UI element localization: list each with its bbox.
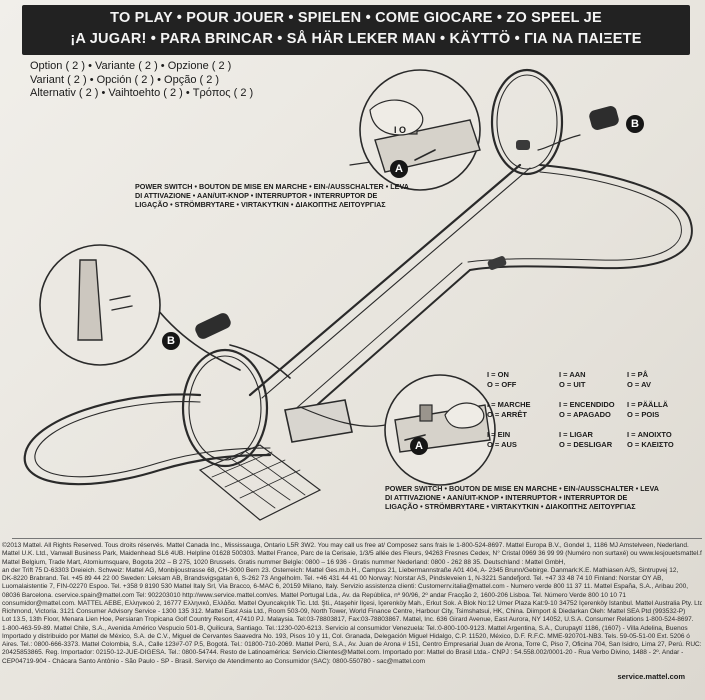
upper-loop — [490, 68, 564, 176]
options-line: Variant ( 2 ) • Opción ( 2 ) • Opção ( 2… — [30, 73, 220, 86]
options-list: Option ( 2 ) • Variante ( 2 ) • Opzione … — [30, 60, 253, 101]
header-line-2: ¡A JUGAR! • PARA BRINCAR • SÅ HÄR LEKER … — [70, 31, 642, 47]
options-line: Alternativ ( 2 ) • Vaihtoehto ( 2 ) • Τρ… — [30, 87, 254, 99]
upper-loop-inner — [496, 74, 558, 170]
header-line-1: TO PLAY • POUR JOUER • SPIELEN • COME GI… — [110, 10, 602, 26]
car-icon — [516, 140, 530, 150]
website-link[interactable]: service.mattel.com — [617, 672, 685, 681]
options-line: Option ( 2 ) • Variante ( 2 ) • Opzione … — [30, 60, 232, 72]
switch-label: I O — [394, 125, 407, 135]
header-banner: TO PLAY • POUR JOUER • SPIELEN • COME GI… — [22, 5, 690, 55]
car-icon — [487, 256, 507, 270]
callout-a-badge: A — [390, 160, 408, 178]
car-icon — [195, 313, 231, 339]
lower-loop — [181, 348, 269, 468]
power-switch-caption: POWER SWITCH • BOUTON DE MISE EN MARCHE … — [135, 182, 409, 209]
power-switch-caption: POWER SWITCH • BOUTON DE MISE EN MARCHE … — [385, 484, 659, 511]
car-icon — [589, 106, 619, 130]
legal-text: ©2013 Mattel. All Rights Reserved. Tous … — [2, 542, 702, 665]
ramp-track — [248, 163, 522, 397]
callout-b-badge: B — [626, 115, 644, 133]
divider — [12, 538, 702, 539]
track-diagram — [23, 68, 693, 521]
curve-track — [23, 393, 272, 486]
callout-b-badge: B — [162, 332, 180, 350]
callout-a-badge: A — [410, 437, 428, 455]
